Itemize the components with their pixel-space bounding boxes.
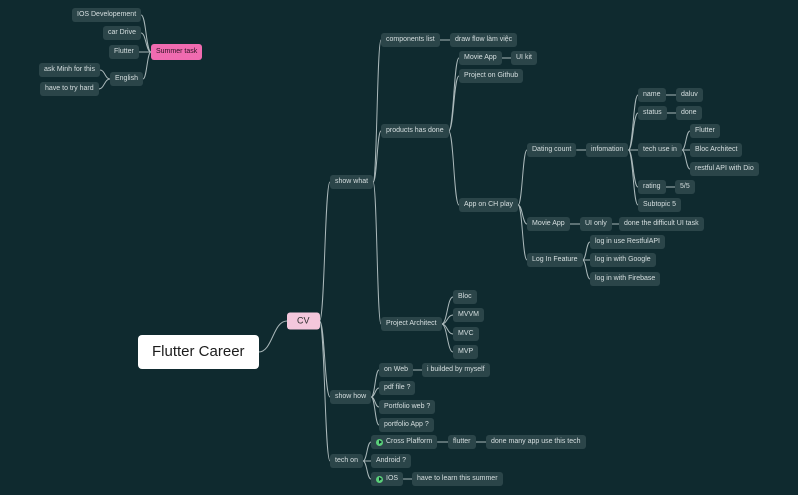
root-node-flutter-career[interactable]: Flutter Career bbox=[138, 335, 259, 369]
connector-line bbox=[372, 130, 382, 183]
connector-line bbox=[448, 57, 460, 132]
node-movie-app-play[interactable]: Movie App bbox=[527, 217, 570, 231]
node-tech-use-in[interactable]: tech use in bbox=[638, 143, 682, 157]
node-bloc[interactable]: Bloc bbox=[453, 290, 477, 304]
connector-line bbox=[681, 149, 691, 170]
node-subtopic[interactable]: Subtopic 5 bbox=[638, 198, 682, 212]
node-login-restful[interactable]: log in use RestfulAPI bbox=[590, 235, 665, 249]
connector-line bbox=[627, 149, 639, 206]
node-status-value[interactable]: done bbox=[676, 106, 702, 120]
node-show-what[interactable]: show what bbox=[330, 175, 374, 189]
connector-line bbox=[372, 181, 382, 325]
node-dating-count[interactable]: Dating count bbox=[527, 143, 577, 157]
node-project-architect[interactable]: Project Architect bbox=[381, 317, 442, 331]
node-flutter-summer[interactable]: Flutter bbox=[109, 45, 139, 59]
connector-line bbox=[99, 69, 111, 80]
connector-line bbox=[441, 323, 454, 353]
node-mvc[interactable]: MVC bbox=[453, 327, 479, 341]
node-cv[interactable]: CV bbox=[287, 312, 320, 330]
connector-line bbox=[372, 39, 382, 183]
node-pdf-file[interactable]: pdf file ? bbox=[379, 381, 416, 395]
connector-line bbox=[258, 320, 288, 353]
node-ios[interactable]: IOS bbox=[371, 472, 404, 486]
node-login-google[interactable]: log in with Google bbox=[590, 253, 656, 267]
node-show-how[interactable]: show how bbox=[330, 390, 372, 404]
connector-line bbox=[448, 75, 460, 132]
node-ios-development[interactable]: IOS Developement bbox=[72, 8, 142, 22]
connector-line bbox=[98, 78, 111, 90]
node-cross-flutter[interactable]: flutter bbox=[448, 435, 476, 449]
node-on-web[interactable]: on Web bbox=[379, 363, 413, 377]
node-english[interactable]: English bbox=[110, 72, 143, 86]
connector-line bbox=[362, 441, 372, 462]
node-name-value[interactable]: daluv bbox=[676, 88, 703, 102]
connector-line bbox=[441, 296, 454, 325]
node-learn-this-summer[interactable]: have to learn this summer bbox=[412, 472, 503, 486]
connector-line bbox=[582, 241, 591, 261]
node-try-hard[interactable]: have to try hard bbox=[40, 82, 99, 96]
connector-line bbox=[627, 112, 639, 151]
node-tech-bloc[interactable]: Bloc Architect bbox=[690, 143, 743, 157]
connector-line bbox=[681, 130, 691, 151]
node-builded-by-myself[interactable]: i builded by myself bbox=[422, 363, 490, 377]
connector-line bbox=[319, 320, 331, 462]
node-mvp[interactable]: MVP bbox=[453, 345, 479, 359]
flag-icon bbox=[376, 438, 383, 446]
node-tech-restful-api[interactable]: restful API with Dio bbox=[690, 162, 759, 176]
connector-line bbox=[370, 396, 380, 426]
node-login-feature[interactable]: Log In Feature bbox=[527, 253, 583, 267]
node-cross-platform[interactable]: Cross Plafform bbox=[371, 435, 438, 449]
node-products-done[interactable]: products has done bbox=[381, 124, 449, 138]
node-movie-app[interactable]: Movie App bbox=[459, 51, 502, 65]
connector-line bbox=[517, 204, 528, 261]
node-car-drive[interactable]: car Drive bbox=[103, 26, 142, 40]
node-portfolio-app[interactable]: portfolio App ? bbox=[379, 418, 434, 432]
node-ask-minh[interactable]: ask Minh for this bbox=[39, 63, 100, 77]
node-draw-flow[interactable]: draw flow làm việc bbox=[450, 33, 518, 47]
node-status[interactable]: status bbox=[638, 106, 667, 120]
node-mvvm[interactable]: MVVM bbox=[453, 308, 484, 322]
node-portfolio-web[interactable]: Portfolio web ? bbox=[379, 400, 436, 414]
node-app-ch-play[interactable]: App on CH play bbox=[459, 198, 519, 212]
node-components-list[interactable]: components list bbox=[381, 33, 440, 47]
connector-line bbox=[142, 51, 152, 80]
connector-line bbox=[362, 460, 372, 480]
node-android[interactable]: Android ? bbox=[371, 454, 411, 468]
node-difficult-ui[interactable]: done the difficult UI task bbox=[619, 217, 704, 231]
connector-line bbox=[319, 320, 331, 398]
connector-line bbox=[319, 181, 331, 322]
node-ui-kit[interactable]: UI kit bbox=[511, 51, 537, 65]
node-summer-task[interactable]: Summer task bbox=[151, 44, 203, 60]
node-tech-flutter[interactable]: Flutter bbox=[690, 124, 720, 138]
node-done-many-apps[interactable]: done many app use this tech bbox=[486, 435, 586, 449]
node-project-github[interactable]: Project on Github bbox=[459, 69, 524, 83]
connector-line bbox=[627, 94, 639, 151]
connector-line bbox=[517, 149, 528, 206]
flag-icon bbox=[376, 475, 383, 483]
connector-line bbox=[140, 32, 152, 53]
node-rating-value[interactable]: 5/5 bbox=[675, 180, 695, 194]
node-tech-on[interactable]: tech on bbox=[330, 454, 363, 468]
node-login-firebase[interactable]: log in with Firebase bbox=[590, 272, 661, 286]
node-ui-only[interactable]: UI only bbox=[580, 217, 612, 231]
node-information[interactable]: infomation bbox=[586, 143, 629, 157]
connector-line bbox=[582, 259, 591, 280]
connector-line bbox=[448, 130, 460, 206]
node-name[interactable]: name bbox=[638, 88, 666, 102]
node-rating[interactable]: rating bbox=[638, 180, 666, 194]
